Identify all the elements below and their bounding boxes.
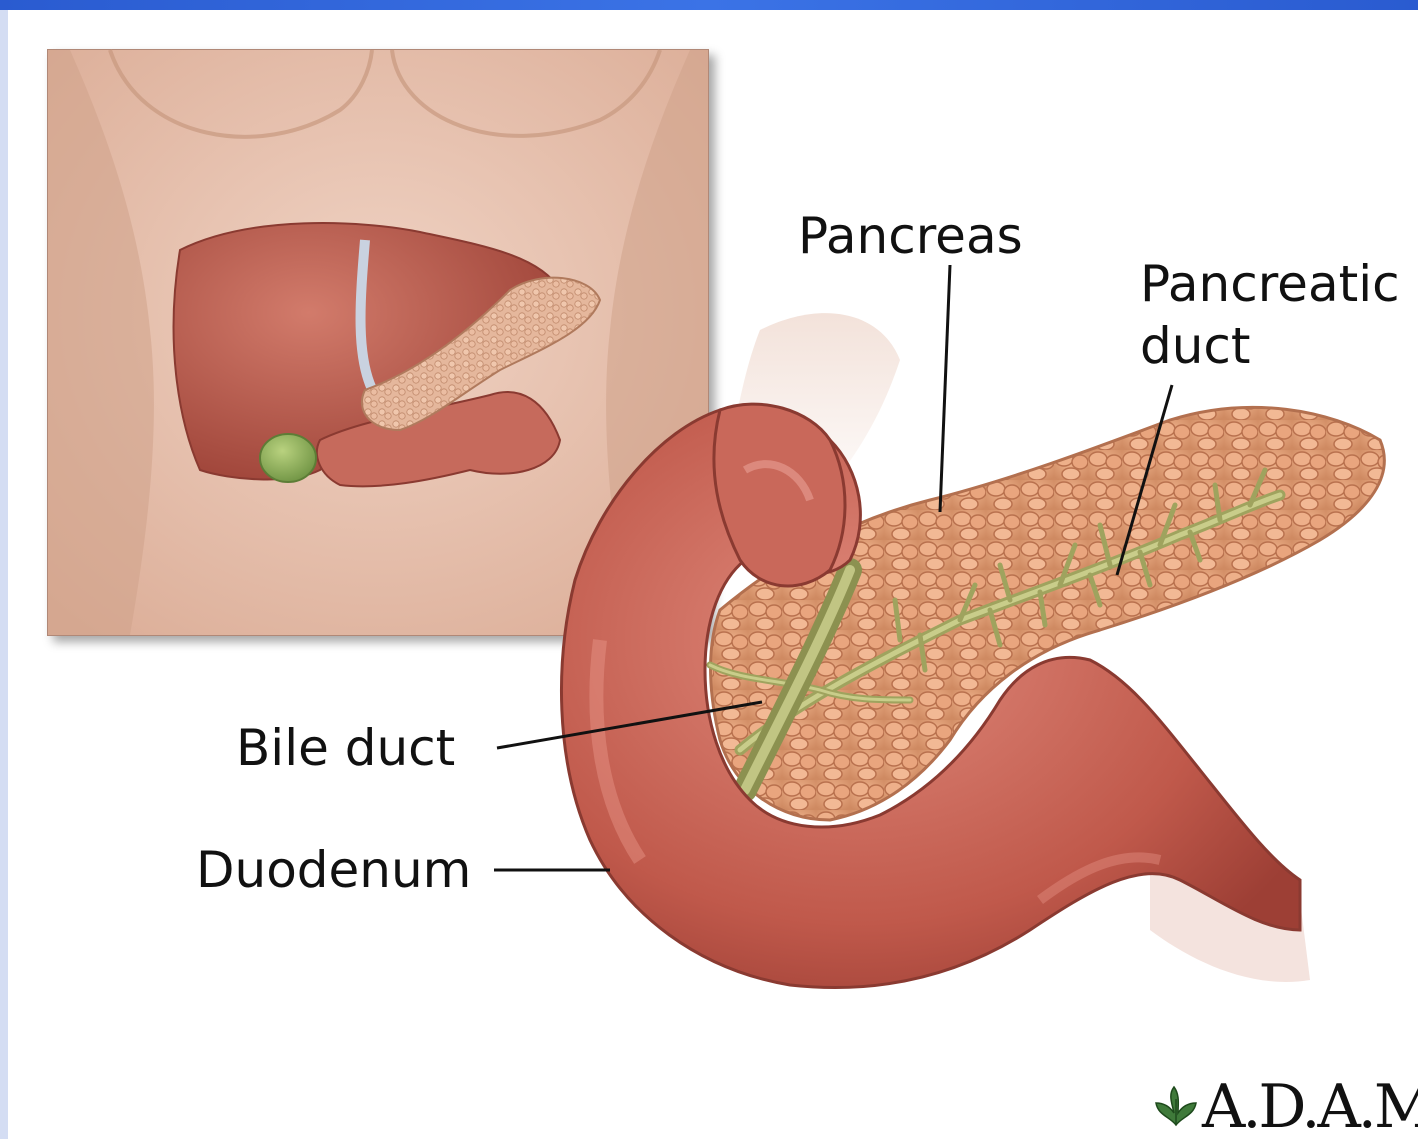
label-pancreatic-duct-line2: duct	[1140, 318, 1251, 374]
label-pancreas: Pancreas	[798, 208, 1023, 264]
label-duodenum: Duodenum	[196, 842, 471, 898]
adam-logo: A.D.A.M.	[1150, 1075, 1418, 1139]
label-pancreatic-duct-line1: Pancreatic	[1140, 256, 1400, 312]
pancreas-leader-line	[940, 265, 950, 512]
leaf-logo-icon	[1150, 1081, 1202, 1133]
label-bile-duct: Bile duct	[236, 720, 455, 776]
logo-text: A.D.A.M.	[1202, 1075, 1418, 1139]
